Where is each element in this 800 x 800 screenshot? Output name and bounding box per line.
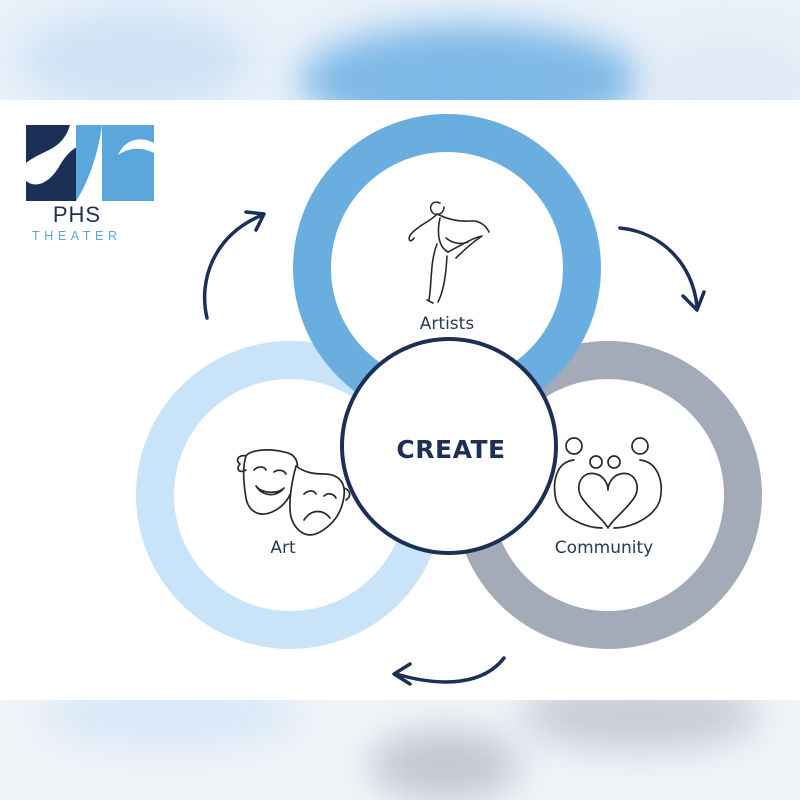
cycle-arrow-artists-to-community bbox=[618, 226, 706, 312]
create-center-circle bbox=[340, 337, 558, 555]
theater-masks-icon bbox=[236, 449, 351, 536]
family-hearts-icon bbox=[553, 437, 662, 529]
blurred-background-top bbox=[0, 0, 800, 100]
cycle-arrow-art-to-artists bbox=[202, 210, 266, 320]
logo-subtitle: THEATER bbox=[32, 229, 122, 243]
node-label-community: Community bbox=[555, 538, 653, 558]
cycle-arrow-community-to-art bbox=[392, 656, 506, 686]
ballerina-icon bbox=[408, 201, 490, 304]
blurred-background-bottom bbox=[0, 700, 800, 800]
center-label: CREATE bbox=[396, 435, 505, 464]
node-label-artists: Artists bbox=[420, 314, 475, 334]
phs-theater-logo: PHS THEATER bbox=[26, 125, 156, 247]
wave-logo-icon bbox=[26, 125, 154, 201]
logo-name: PHS bbox=[52, 202, 102, 227]
node-label-art: Art bbox=[270, 538, 296, 558]
